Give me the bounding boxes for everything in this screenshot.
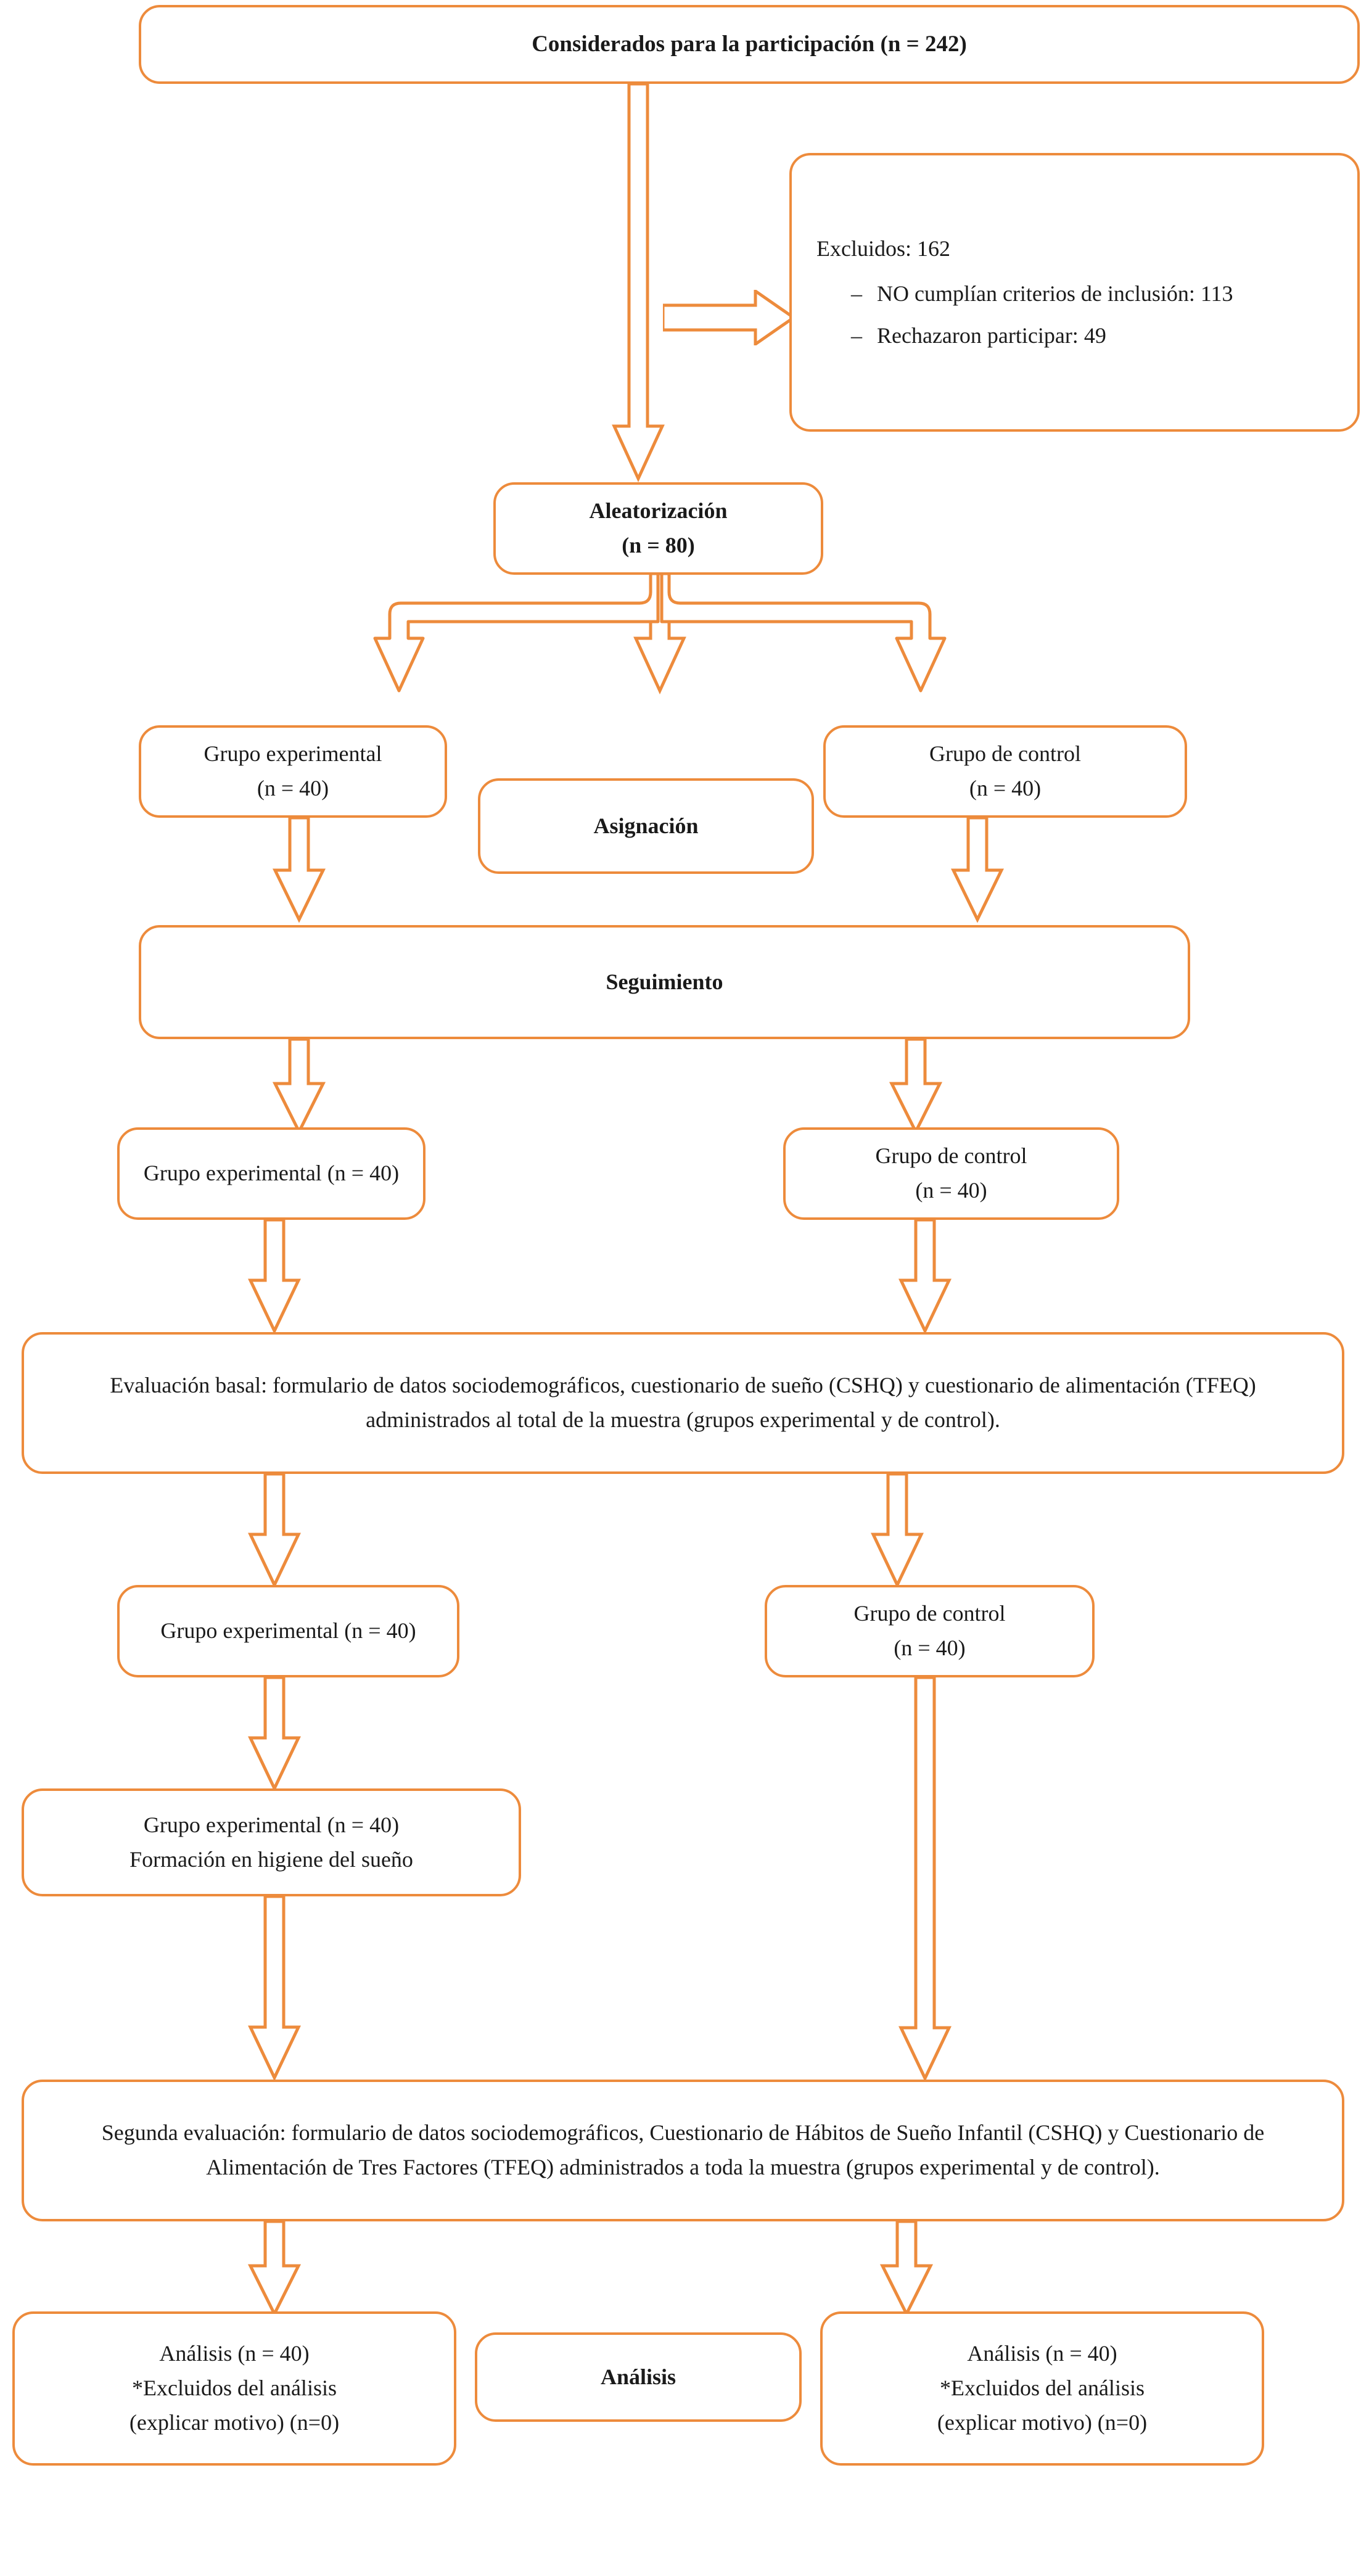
arrow-to-excluded [663,290,796,345]
node-randomization: Aleatorización (n = 80) [493,482,823,575]
node-experimental-group-1-label: Grupo experimental (n = 40) [204,741,382,800]
node-assignment: Asignación [478,778,814,874]
excluded-item-1: NO cumplían criterios de inclusión: 113 [877,281,1233,306]
arrow-followup-to-control-2 [888,1039,944,1135]
node-sleep-hygiene-training: Grupo experimental (n = 40) Formación en… [22,1788,521,1896]
node-analysis-right: Análisis (n = 40) *Excluidos del análisi… [820,2311,1264,2466]
node-sleep-hygiene-training-label: Grupo experimental (n = 40) Formación en… [130,1812,413,1872]
excluded-item-2: Rechazaron participar: 49 [877,323,1106,348]
node-randomization-label: Aleatorización (n = 80) [589,498,728,558]
arrow-baseline-to-control-3 [870,1474,925,1588]
arrow-experimental-1-to-followup [271,818,327,923]
node-control-group-1: Grupo de control (n = 40) [823,725,1187,818]
node-experimental-group-2: Grupo experimental (n = 40) [117,1127,426,1220]
excluded-item: – Rechazaron participar: 49 [851,315,1333,356]
node-analysis-label: Análisis [475,2332,802,2422]
node-baseline-evaluation-label: Evaluación basal: formulario de datos so… [110,1373,1256,1432]
node-analysis-left-label: Análisis (n = 40) *Excluidos del análisi… [129,2341,340,2435]
arrow-sleep-training-to-second-evaluation [247,1896,302,2081]
arrow-control-3-to-second-evaluation [897,1677,953,2081]
excluded-dash-2: – [851,323,862,348]
node-experimental-group-3: Grupo experimental (n = 40) [117,1585,459,1677]
excluded-item: – NO cumplían criterios de inclusión: 11… [851,273,1333,315]
node-analysis-right-label: Análisis (n = 40) *Excluidos del análisi… [937,2341,1148,2435]
node-second-evaluation-label: Segunda evaluación: formulario de datos … [101,2120,1265,2179]
node-control-group-3-label: Grupo de control (n = 40) [853,1601,1006,1660]
excluded-list: Excluidos: 162 – NO cumplían criterios d… [816,228,1333,356]
node-experimental-group-2-label: Grupo experimental (n = 40) [143,1161,400,1186]
node-excluded: Excluidos: 162 – NO cumplían criterios d… [789,153,1360,432]
node-analysis-left: Análisis (n = 40) *Excluidos del análisi… [12,2311,456,2466]
excluded-title: Excluidos: 162 [816,236,950,261]
arrow-control-2-to-baseline [897,1220,953,1334]
arrow-second-evaluation-to-analysis-left [247,2221,302,2317]
arrow-baseline-to-experimental-3 [247,1474,302,1588]
node-baseline-evaluation: Evaluación basal: formulario de datos so… [22,1332,1344,1474]
node-experimental-group-3-label: Grupo experimental (n = 40) [160,1618,416,1644]
arrow-followup-to-experimental-2 [271,1039,327,1135]
node-control-group-3: Grupo de control (n = 40) [765,1585,1095,1677]
node-assignment-label: Asignación [593,813,699,838]
excluded-dash-1: – [851,281,862,306]
node-followup: Seguimiento [139,925,1190,1039]
node-second-evaluation: Segunda evaluación: formulario de datos … [22,2080,1344,2221]
node-followup-label: Seguimiento [606,969,723,994]
node-considered-label: Considerados para la participación (n = … [532,31,967,57]
node-considered: Considerados para la participación (n = … [139,5,1360,84]
node-control-group-2: Grupo de control (n = 40) [783,1127,1119,1220]
node-control-group-1-label: Grupo de control (n = 40) [929,741,1081,800]
arrow-experimental-2-to-baseline [247,1220,302,1334]
arrow-considered-to-randomization [610,84,666,485]
node-control-group-2-label: Grupo de control (n = 40) [875,1143,1027,1203]
arrow-control-1-to-followup [950,818,1005,923]
arrow-second-evaluation-to-analysis-right [879,2221,934,2317]
arrow-randomization-split [345,574,974,697]
arrow-experimental-3-to-sleep-training [247,1677,302,1792]
node-analysis-label-text: Análisis [600,2364,676,2389]
node-experimental-group-1: Grupo experimental (n = 40) [139,725,447,818]
